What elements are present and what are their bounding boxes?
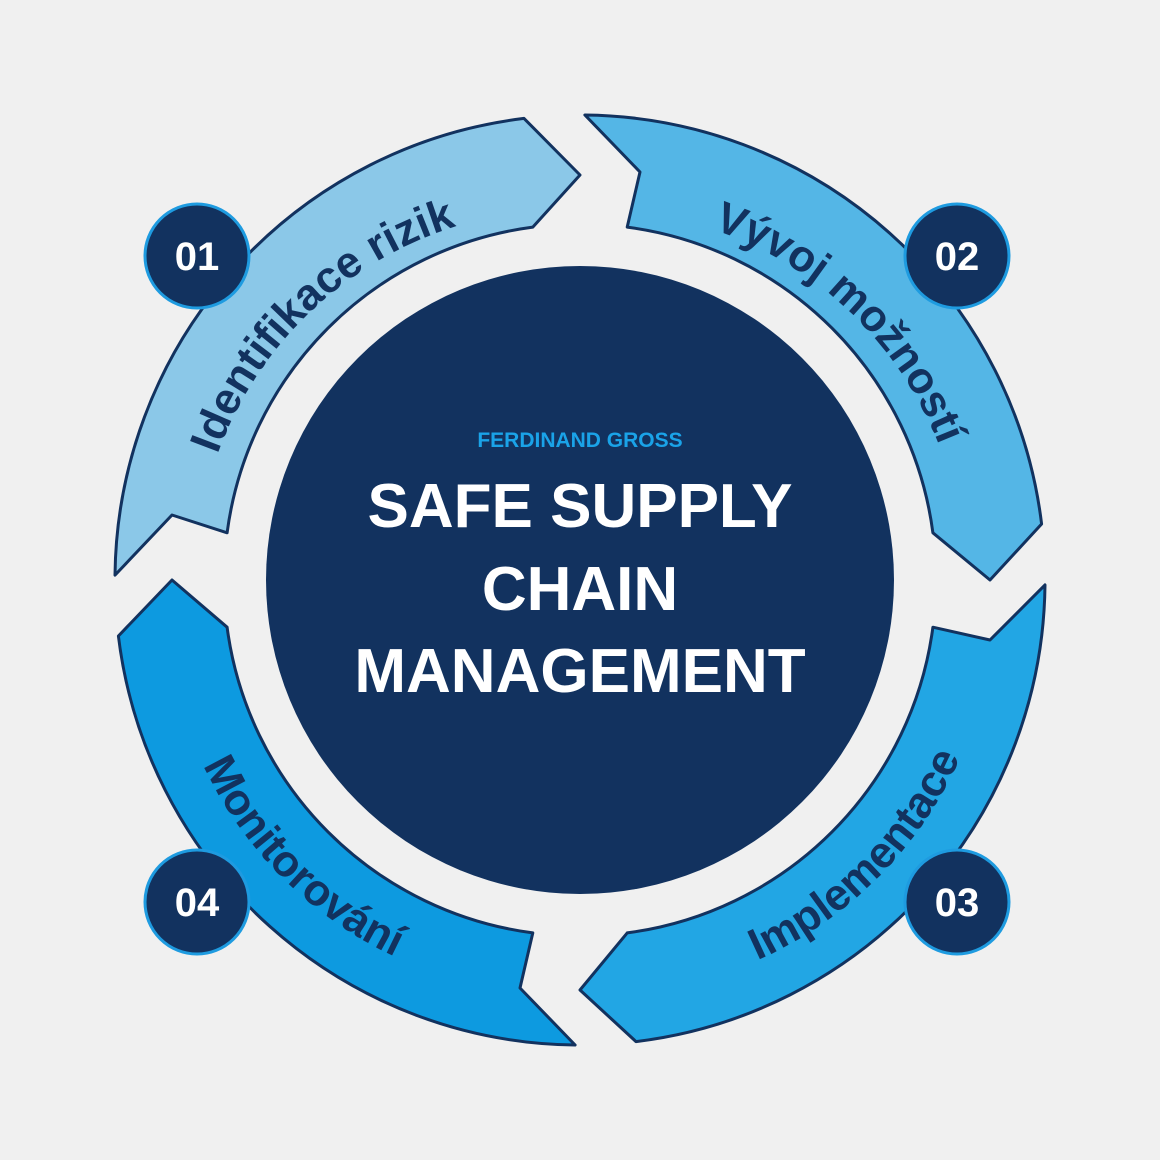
title-line-1: SAFE SUPPLY [368,472,793,541]
segment-1-arrow [113,116,582,577]
step-4-badge: 04 [143,848,251,956]
step-2-badge: 02 [903,202,1011,310]
step-4-number: 04 [175,881,220,925]
segment-3-arrow [578,583,1047,1044]
step-1-number: 01 [175,235,220,279]
step-2-number: 02 [935,235,980,279]
step-1-badge: 01 [143,202,251,310]
step-3-badge: 03 [903,848,1011,956]
title-line-2: CHAIN [482,555,678,624]
segment-2-arrow [583,113,1044,582]
step-3-number: 03 [935,881,980,925]
segment-4-arrow [116,578,577,1047]
brand-name: FERDINAND GROSS [477,429,682,452]
center-circle [266,266,894,894]
title-line-3: MANAGEMENT [354,637,805,706]
